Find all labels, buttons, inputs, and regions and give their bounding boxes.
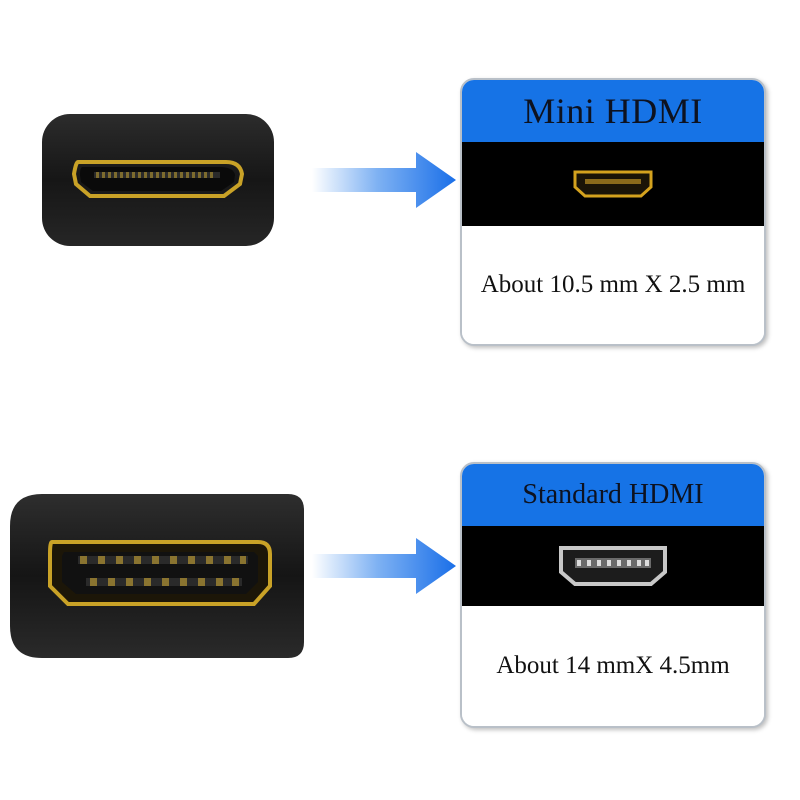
- standard-hdmi-connector-photo: [6, 490, 306, 662]
- mini-hdmi-header: Mini HDMI: [462, 80, 764, 142]
- mini-hdmi-connector-photo: [40, 112, 276, 248]
- standard-hdmi-port-icon: [559, 546, 667, 586]
- standard-hdmi-title: Standard HDMI: [522, 479, 704, 510]
- mini-arrow-icon: [312, 150, 458, 210]
- standard-hdmi-size: About 14 mmX 4.5mm: [462, 606, 764, 726]
- standard-arrow-icon: [312, 536, 458, 596]
- mini-hdmi-port-icon: [573, 170, 653, 198]
- standard-hdmi-port-illustration: [462, 526, 764, 606]
- standard-hdmi-header: Standard HDMI: [462, 464, 764, 526]
- mini-hdmi-port-illustration: [462, 142, 764, 226]
- mini-hdmi-size: About 10.5 mm X 2.5 mm: [462, 226, 764, 344]
- standard-hdmi-card: Standard HDMI About 14 mmX 4.5mm: [460, 462, 766, 728]
- mini-hdmi-title: Mini HDMI: [523, 91, 703, 131]
- mini-hdmi-card: Mini HDMI About 10.5 mm X 2.5 mm: [460, 78, 766, 346]
